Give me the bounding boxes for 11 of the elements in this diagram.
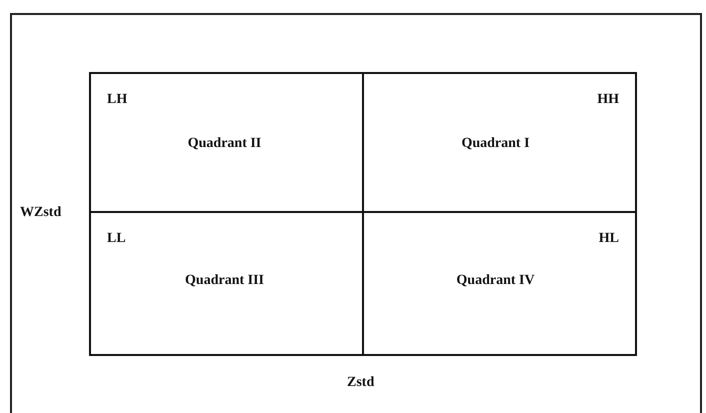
quadrant-code: LH — [107, 92, 128, 108]
axis-label: Zstd — [347, 375, 374, 391]
quadrant-label: Quadrant II — [186, 136, 262, 152]
quadrant-label: Quadrant I — [460, 136, 531, 152]
quadrant-label: Quadrant III — [184, 273, 265, 289]
quadrant-label: Quadrant IV — [455, 273, 536, 289]
axis-label: WZstd — [20, 205, 62, 221]
quadrant-code: HL — [598, 231, 619, 247]
quadrant-box — [362, 211, 637, 356]
quadrant-code: LL — [107, 231, 126, 247]
quadrant-code: HH — [597, 92, 619, 108]
